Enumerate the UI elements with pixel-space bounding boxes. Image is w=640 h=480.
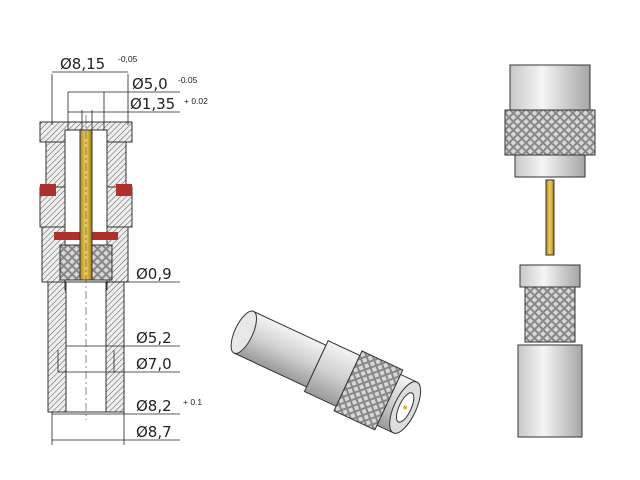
dim-1-35-tolerance: + 0.02 bbox=[184, 96, 208, 106]
cross-section-view bbox=[39, 115, 133, 420]
dim-0-9: Ø0,9 bbox=[136, 265, 172, 283]
dim-8-15-tolerance: -0,05 bbox=[118, 54, 138, 64]
dim-5-2: Ø5,2 bbox=[136, 329, 172, 347]
dim-8-7: Ø8,7 bbox=[136, 423, 172, 441]
dim-8-2: Ø8,2 bbox=[136, 397, 172, 415]
dim-8-2-tolerance: + 0.1 bbox=[183, 397, 202, 407]
dimension-lines bbox=[51, 71, 180, 445]
dim-7-0: Ø7,0 bbox=[136, 355, 172, 373]
dim-1-35: Ø1,35 bbox=[130, 95, 175, 113]
dim-5-0-tolerance: -0.05 bbox=[178, 75, 198, 85]
dim-8-15: Ø8,15 bbox=[60, 55, 105, 73]
dim-5-0: Ø5,0 bbox=[132, 75, 168, 93]
assembled-connector-view bbox=[230, 310, 422, 434]
dimension-labels: Ø8,15 -0,05 Ø5,0 -0.05 Ø1,35 + 0.02 Ø0,9… bbox=[60, 54, 208, 441]
exploded-connector-view bbox=[504, 64, 596, 438]
